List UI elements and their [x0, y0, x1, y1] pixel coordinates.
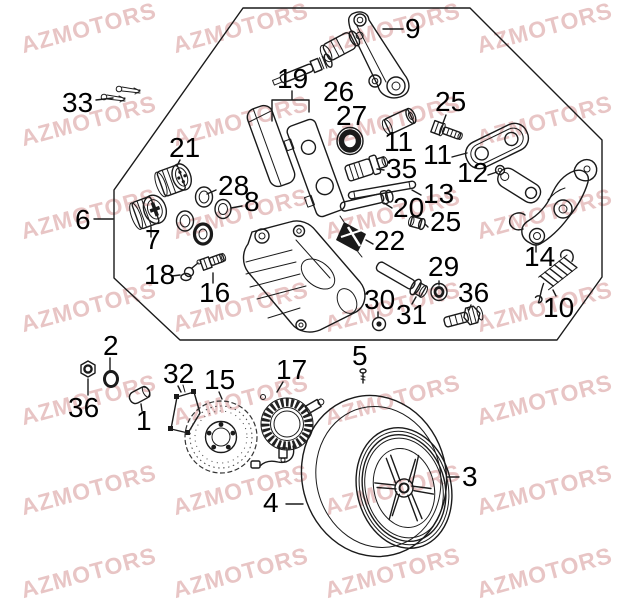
callout-30: 30 [364, 284, 395, 315]
part-torque-arm [319, 11, 410, 99]
callout-11a: 11 [384, 126, 413, 157]
part-hexbolt-36b [443, 305, 484, 328]
callout-10: 10 [543, 292, 574, 323]
callout-29: 29 [428, 251, 459, 282]
callout-28: 28 [218, 170, 249, 201]
panel-outline [113, 7, 603, 341]
callout-line-20 [383, 202, 393, 209]
part-ring-2 [103, 370, 119, 388]
callout-11b: 11 [423, 139, 452, 170]
part-seal-27 [336, 126, 364, 156]
part-bleeder-18 [180, 259, 202, 282]
callout-line-8 [230, 205, 243, 209]
callout-17: 17 [276, 354, 307, 385]
callout-35: 35 [386, 153, 417, 184]
part-bolt-31 [375, 261, 429, 298]
callout-line-12 [487, 171, 498, 176]
part-spring-10 [534, 249, 578, 304]
part-pad-spring-22 [336, 215, 366, 258]
callout-25a: 25 [435, 86, 466, 117]
callout-line-19 [271, 90, 310, 122]
callout-36a: 36 [68, 392, 99, 423]
callout-14: 14 [524, 241, 555, 272]
callout-line-25a [442, 114, 447, 124]
part-brake-pads [246, 104, 346, 218]
callout-36b: 36 [458, 277, 489, 308]
part-bolt-25a [430, 119, 463, 140]
callout-5: 5 [352, 340, 368, 371]
part-piston-7 [129, 194, 168, 230]
callout-12: 12 [457, 157, 488, 188]
callout-1: 1 [136, 405, 152, 436]
callout-line-18 [171, 274, 181, 277]
callout-line-15 [218, 391, 223, 400]
callout-line-28 [206, 189, 217, 195]
callout-4: 4 [263, 487, 279, 518]
callout-line-22 [365, 239, 374, 245]
part-pin-20 [339, 189, 394, 212]
part-gasket-11 [464, 122, 530, 170]
part-bolt-26 [272, 53, 333, 86]
part-bracket-32 [168, 384, 201, 435]
callout-line-32 [177, 385, 182, 393]
callout-18: 18 [144, 259, 175, 290]
part-bracket-14 [508, 158, 598, 246]
callout-31: 31 [396, 299, 427, 330]
part-boot-35 [344, 154, 389, 182]
part-screw-5 [359, 368, 367, 384]
part-brake-disc-15 [184, 400, 258, 474]
callout-22: 22 [374, 225, 405, 256]
callout-33: 33 [62, 87, 93, 118]
callout-21: 21 [169, 132, 200, 163]
callout-7: 7 [145, 224, 161, 255]
callout-line-21 [176, 159, 181, 167]
callout-8: 8 [244, 186, 260, 217]
part-pin-13 [347, 180, 417, 200]
part-cotter-pins [95, 85, 141, 103]
part-seal-rings-8 [192, 198, 232, 246]
callout-line-36b [468, 304, 472, 311]
part-washer-29 [430, 282, 448, 302]
part-bushing-11 [381, 107, 417, 135]
callout-line-31 [411, 296, 417, 305]
part-piston-21 [154, 163, 192, 198]
callout-15: 15 [204, 364, 235, 395]
callout-line-11b [451, 152, 468, 158]
callout-line-17 [276, 381, 284, 393]
callout-16: 16 [199, 277, 230, 308]
part-caliper-body [242, 220, 366, 333]
part-rim [355, 427, 453, 549]
callout-32: 32 [163, 358, 194, 389]
part-sensor-ring-17 [250, 394, 325, 469]
callout-line-13 [411, 189, 422, 196]
callout-line-1 [140, 403, 143, 412]
part-nut-36a [80, 360, 96, 378]
callout-3: 3 [462, 461, 478, 492]
part-pin-1 [128, 385, 151, 405]
callout-27: 27 [336, 100, 367, 131]
callout-6: 6 [75, 204, 91, 235]
callout-line-25b [424, 223, 429, 228]
callout-26: 26 [323, 76, 354, 107]
part-bolt-16 [199, 252, 227, 271]
callout-line-10 [552, 289, 557, 297]
callout-9: 9 [405, 13, 421, 44]
callout-25b: 25 [430, 206, 461, 237]
wheel-spokes [374, 454, 435, 522]
part-seal-rings-28 [175, 186, 214, 232]
callout-line-35 [376, 168, 385, 171]
callout-13: 13 [423, 178, 454, 209]
callout-19: 19 [277, 63, 308, 94]
callout-2: 2 [103, 330, 119, 361]
part-plug-25b [407, 215, 426, 231]
part-nut-30 [371, 316, 387, 332]
part-stay-arm-12 [494, 164, 542, 204]
